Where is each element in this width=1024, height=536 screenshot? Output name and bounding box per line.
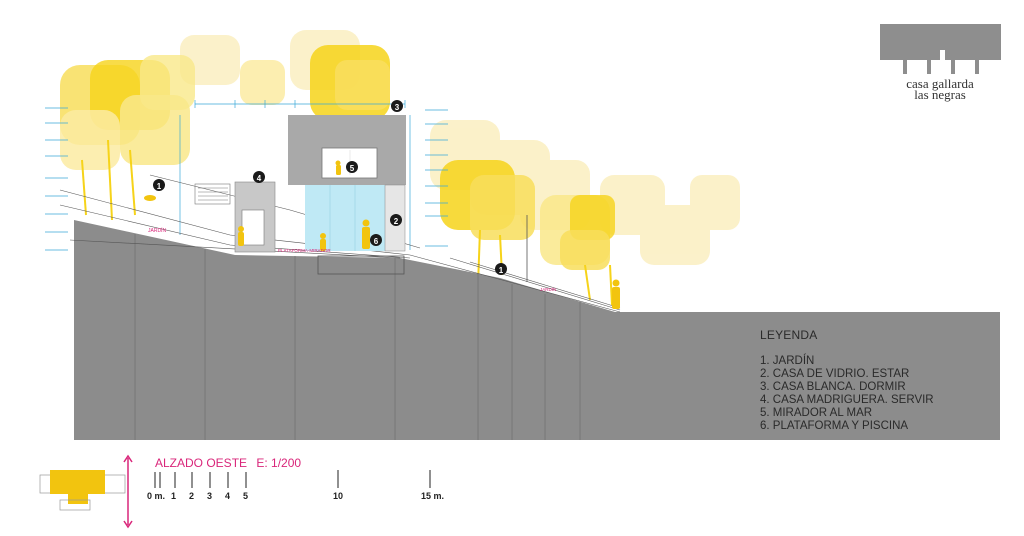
drawing-title-text: ALZADO OESTE xyxy=(155,456,248,470)
marker-4-label: 4 xyxy=(257,174,262,183)
legend-item: 6. PLATAFORMA Y PISCINA xyxy=(760,420,909,432)
legend-item: 3. CASA BLANCA. DORMIR xyxy=(760,381,906,393)
scale-tick-label: 15 m. xyxy=(421,491,445,501)
scale-tick-label: 10 xyxy=(333,491,344,501)
terrain-section-lines xyxy=(134,234,581,440)
logo-text: casa gallarda las negras xyxy=(878,76,1002,102)
logo-mark xyxy=(880,24,1001,74)
scale-tick-label: 2 xyxy=(189,491,195,501)
marker-2-label: 2 xyxy=(394,217,399,226)
legend-item: 1. JARDÍN xyxy=(760,355,815,367)
dimension-lines xyxy=(45,100,448,251)
pool-outline xyxy=(317,255,405,275)
key-plan xyxy=(39,454,133,529)
marker-1-lower-label: 1 xyxy=(499,266,504,275)
scale-tick-label: 0 m. xyxy=(147,491,166,501)
legend-title: LEYENDA xyxy=(760,328,818,342)
people-figures xyxy=(144,160,620,309)
scale-tick-label: 1 xyxy=(171,491,177,501)
label-garden-lower: JARDÍN xyxy=(540,286,556,292)
marker-1: 1 xyxy=(153,179,165,191)
terrain-mass xyxy=(74,220,1000,440)
marker-3-label: 3 xyxy=(395,103,400,112)
logo-line2: las negras xyxy=(914,87,966,102)
marker-1-lower: 1 xyxy=(495,263,507,275)
drawing-scale-text: E: 1/200 xyxy=(256,456,302,470)
scale-tick-label: 3 xyxy=(207,491,213,501)
trees-left xyxy=(60,45,390,221)
label-platform: PLATAFORMA-MIRADOR xyxy=(278,248,331,253)
marker-1-label: 1 xyxy=(157,182,162,191)
legend-item: 5. MIRADOR AL MAR xyxy=(760,407,873,419)
marker-5-label: 5 xyxy=(350,164,355,173)
marker-4: 4 xyxy=(253,171,265,183)
house-blanca xyxy=(288,115,406,185)
marker-3: 3 xyxy=(391,100,403,112)
marker-5: 5 xyxy=(346,161,358,173)
logo-line1: casa gallarda xyxy=(906,76,974,91)
scale-tick-label: 5 xyxy=(243,491,249,501)
legend: LEYENDA 1. JARDÍN 2. CASA DE VIDRIO. EST… xyxy=(760,329,934,433)
scale-bar xyxy=(154,470,431,488)
legend-item: 4. CASA MADRIGUERA. SERVIR xyxy=(760,394,934,406)
label-garden-upper: JARDÍN xyxy=(148,227,166,234)
scale-tick-label: 4 xyxy=(225,491,231,501)
marker-6-label: 6 xyxy=(374,237,379,246)
legend-item: 2. CASA DE VIDRIO. ESTAR xyxy=(760,368,910,380)
logo: casa gallarda las negras xyxy=(878,22,1002,122)
marker-6: 6 xyxy=(370,234,382,246)
marker-2: 2 xyxy=(390,214,402,226)
drawing-title: ALZADO OESTE E: 1/200 xyxy=(155,456,301,470)
house-madriguera xyxy=(194,181,276,253)
